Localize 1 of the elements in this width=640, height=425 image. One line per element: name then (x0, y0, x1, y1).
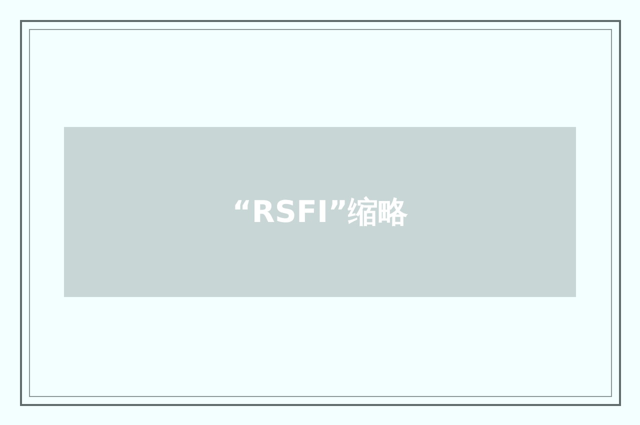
title-banner (64, 127, 576, 297)
